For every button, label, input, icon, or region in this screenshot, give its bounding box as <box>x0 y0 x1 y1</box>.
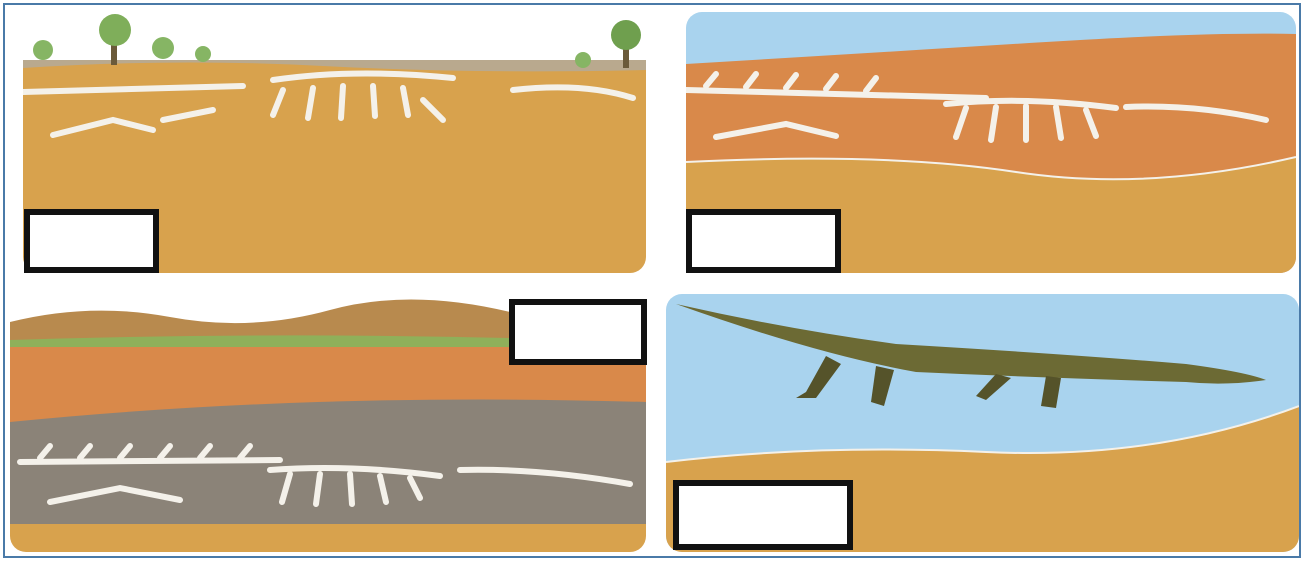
answer-box-3-label <box>515 305 641 359</box>
answer-box-4[interactable] <box>673 480 853 550</box>
answer-box-1-label <box>30 215 153 267</box>
answer-box-2[interactable] <box>686 209 841 273</box>
answer-box-2-label <box>692 215 835 267</box>
answer-box-3[interactable] <box>509 299 647 365</box>
answer-box-4-label <box>679 486 847 544</box>
answer-box-1[interactable] <box>24 209 159 273</box>
